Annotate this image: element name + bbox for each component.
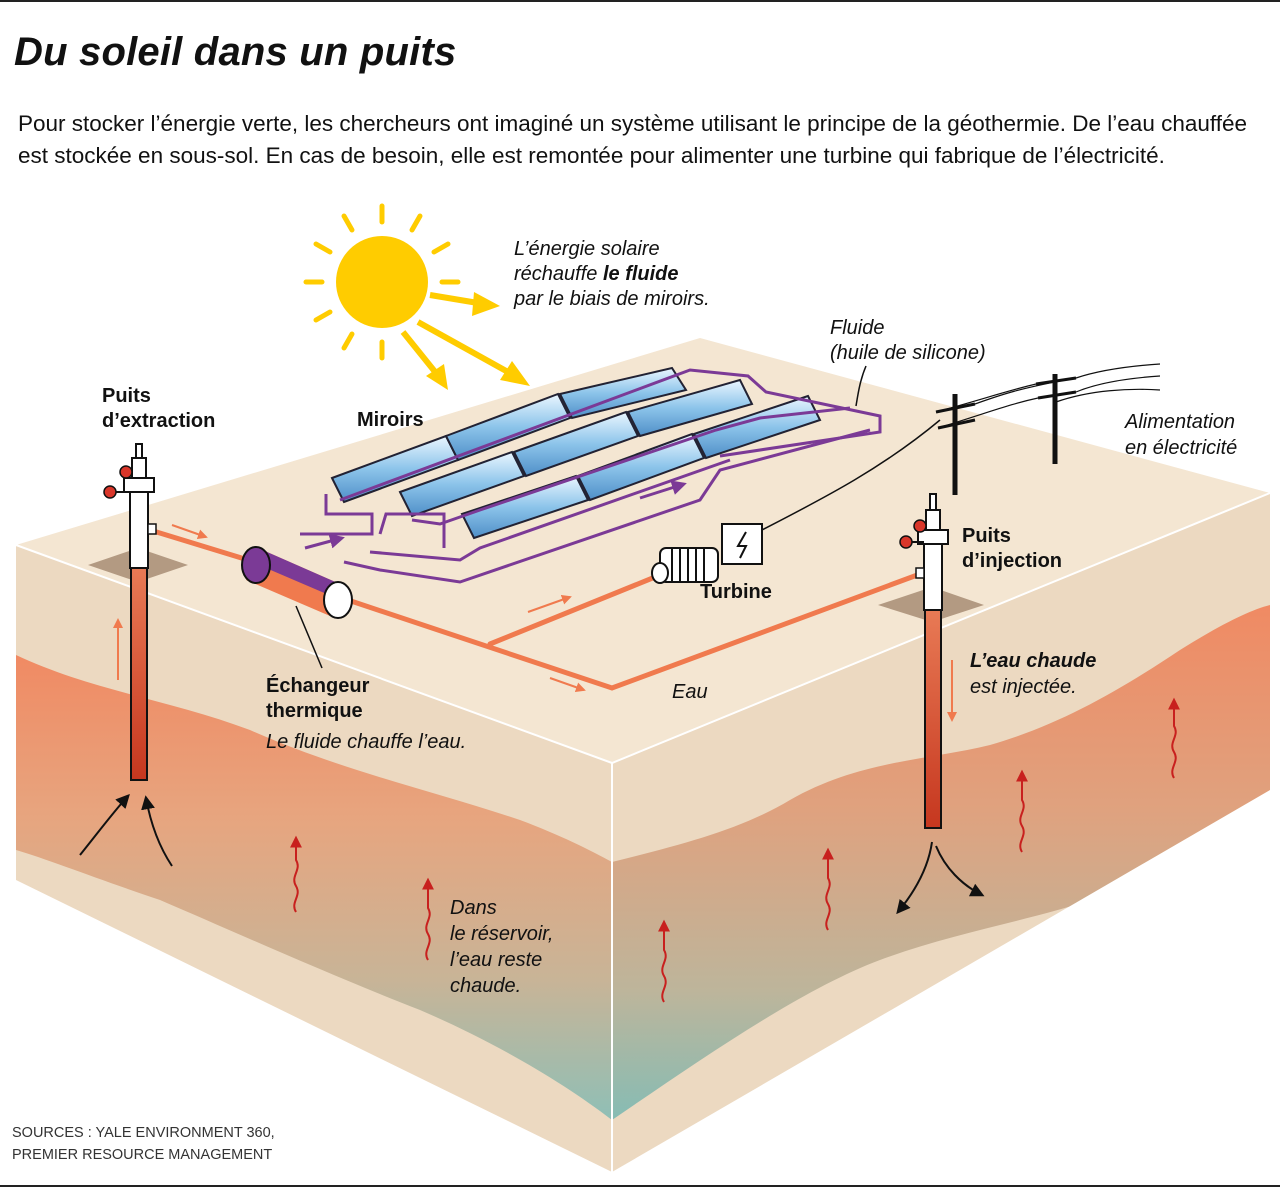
generator-box <box>721 523 763 565</box>
label-reservoir-line3: l’eau reste <box>450 949 542 971</box>
label-solar-line3: par le biais de miroirs. <box>513 288 710 310</box>
water-circuit <box>147 527 923 691</box>
label-exchanger-line3: Le fluide chauffe l’eau. <box>266 731 466 753</box>
label-power-line2: en électricité <box>1125 437 1237 459</box>
water-flow-arrows <box>171 524 586 693</box>
label-fluid-line1: Fluide <box>830 317 884 339</box>
label-solar-line2: réchauffe <box>514 263 603 285</box>
top-rule <box>0 0 1280 2</box>
hot-water-layer-side <box>612 605 1270 1120</box>
sun-icon <box>303 203 530 390</box>
svg-text:réchauffe le fluide: réchauffe le fluide <box>514 263 679 285</box>
page-title: Du soleil dans un puits <box>14 30 457 74</box>
turbine <box>651 419 941 584</box>
label-hot-water-line2: est injectée. <box>970 676 1077 698</box>
heat-arrows <box>290 697 1180 1003</box>
label-exchanger-line1: Échangeur <box>266 674 370 697</box>
label-power-line1: Alimentation <box>1124 411 1235 433</box>
label-water: Eau <box>672 681 708 703</box>
hot-water-layer-front <box>16 655 612 1120</box>
valve-icon <box>899 535 913 549</box>
label-fluid-line2: (huile de silicone) <box>830 342 986 364</box>
label-reservoir-line2: le réservoir, <box>450 923 553 945</box>
power-line <box>935 363 1161 495</box>
intro-text: Pour stocker l’énergie verte, les cherch… <box>18 111 1247 168</box>
label-turbine: Turbine <box>700 581 772 603</box>
sources-line1: SOURCES : YALE ENVIRONMENT 360, <box>12 1125 275 1141</box>
label-mirrors: Miroirs <box>357 409 424 431</box>
fluid-leader-line <box>855 365 867 407</box>
valve-icon <box>103 485 117 499</box>
mirror-row-3 <box>460 394 822 540</box>
label-solar-line1: L’énergie solaire <box>514 238 660 260</box>
sources-credit: SOURCES : YALE ENVIRONMENT 360, PREMIER … <box>12 1122 352 1166</box>
label-reservoir-line4: chaude. <box>450 975 521 997</box>
label-extraction-line1: Puits <box>102 385 151 407</box>
mirror-row-2 <box>398 378 754 518</box>
extraction-well <box>79 443 188 867</box>
bottom-rule <box>0 1185 1280 1187</box>
fluid-circuit <box>300 368 882 584</box>
valve-icon <box>119 465 133 479</box>
sources-line2: PREMIER RESOURCE MANAGEMENT <box>12 1147 273 1163</box>
label-hot-water-line1: L’eau chaude <box>970 650 1096 672</box>
injection-well <box>878 493 985 915</box>
label-reservoir-line1: Dans <box>450 897 497 919</box>
heat-exchanger <box>241 546 353 669</box>
label-solar: L’énergie solaire réchauffe le fluide pa… <box>513 238 710 310</box>
lightning-icon <box>736 531 748 559</box>
label-injection-line2: d’injection <box>962 550 1062 572</box>
label-injection-line1: Puits <box>962 525 1011 547</box>
valve-icon <box>913 519 927 533</box>
mirror-array <box>330 366 822 540</box>
label-exchanger-line2: thermique <box>266 700 363 722</box>
label-extraction-line2: d’extraction <box>102 410 215 432</box>
label-solar-bold: le fluide <box>603 263 679 285</box>
